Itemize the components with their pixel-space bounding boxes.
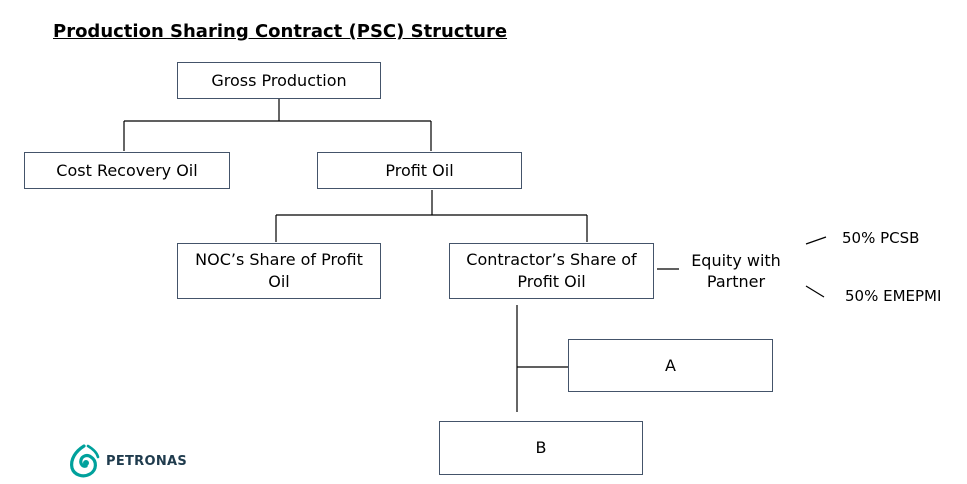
partner-pcsb-label: 50% PCSB: [842, 229, 920, 247]
petronas-logo-text: PETRONAS: [106, 453, 188, 469]
noc-share-label: NOC’s Share of Profit Oil: [195, 250, 363, 291]
box-b-label: B: [535, 438, 547, 457]
petronas-logo-icon: [70, 444, 100, 478]
box-a: A: [568, 339, 773, 392]
noc-share-box: NOC’s Share of Profit Oil: [177, 243, 381, 299]
contractor-share-box: Contractor’s Share of Profit Oil: [449, 243, 654, 299]
cost-recovery-oil-box: Cost Recovery Oil: [24, 152, 230, 189]
profit-oil-box: Profit Oil: [317, 152, 522, 189]
profit-oil-label: Profit Oil: [385, 160, 454, 180]
page-title: Production Sharing Contract (PSC) Struct…: [53, 21, 508, 42]
partner-emepmi-label: 50% EMEPMI: [845, 287, 942, 305]
contractor-share-label: Contractor’s Share of Profit Oil: [466, 250, 637, 291]
cost-recovery-oil-label: Cost Recovery Oil: [56, 160, 198, 180]
box-b: B: [439, 421, 643, 475]
gross-production-box: Gross Production: [177, 62, 381, 99]
box-a-label: A: [665, 355, 676, 375]
equity-with-partner-label: Equity with Partner: [691, 251, 781, 291]
petronas-logo: PETRONAS: [66, 443, 187, 479]
gross-production-label: Gross Production: [211, 70, 347, 90]
